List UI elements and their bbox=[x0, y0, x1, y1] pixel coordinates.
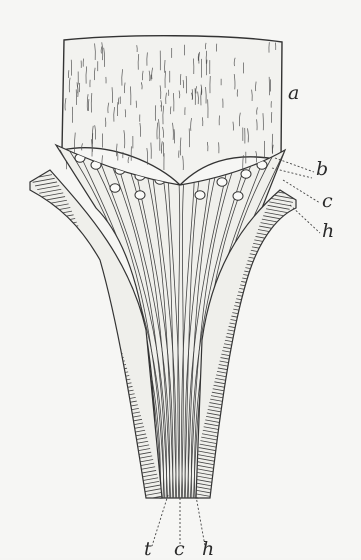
label-h-bottom: h bbox=[202, 540, 214, 559]
label-b: b bbox=[316, 160, 328, 179]
label-t-bottom: t bbox=[144, 540, 152, 559]
central-fibers bbox=[56, 128, 285, 500]
label-c-right: c bbox=[322, 192, 333, 211]
label-a: a bbox=[288, 84, 299, 103]
label-c-bottom: c bbox=[174, 540, 185, 559]
label-h-right: h bbox=[322, 222, 334, 241]
